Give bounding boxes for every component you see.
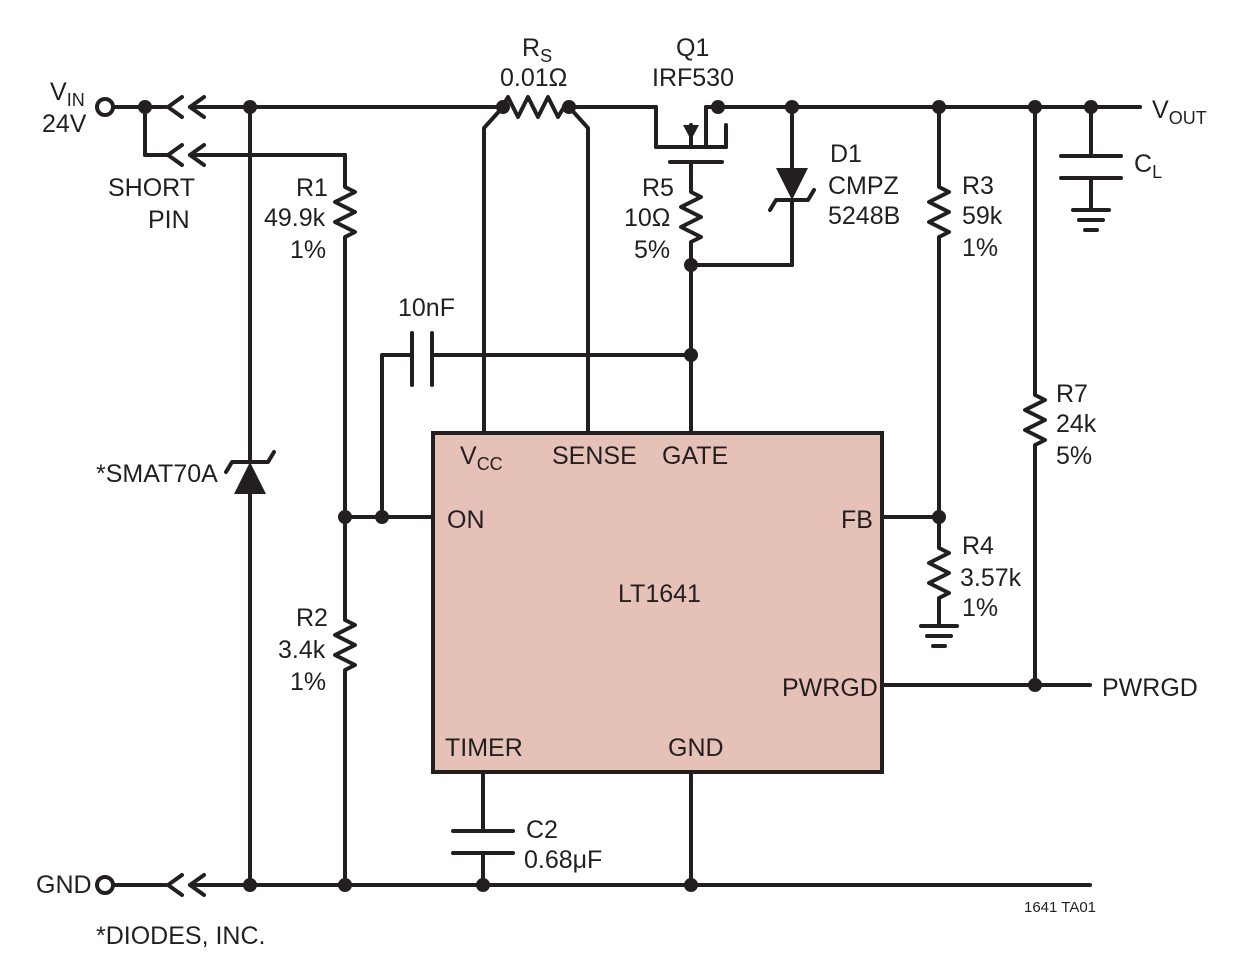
vin-terminal bbox=[95, 97, 115, 117]
r2-value: 3.4k bbox=[278, 636, 326, 664]
r5-value: 10Ω bbox=[624, 204, 671, 232]
pwrgd-output-label: PWRGD bbox=[1102, 674, 1198, 702]
smat70a-tvs bbox=[224, 105, 276, 887]
junction-dots bbox=[138, 100, 1098, 892]
r1-resistor bbox=[333, 153, 357, 519]
ic-pin-fb: FB bbox=[841, 506, 873, 534]
r2-resistor bbox=[333, 515, 357, 887]
r1-name: R1 bbox=[296, 174, 328, 202]
vin-label: VIN bbox=[50, 78, 85, 110]
ic-pin-gate: GATE bbox=[662, 442, 728, 470]
c2-value: 0.68μF bbox=[524, 846, 602, 874]
r5-tol: 5% bbox=[634, 236, 670, 264]
r7-name: R7 bbox=[1056, 380, 1088, 408]
r4-tol: 1% bbox=[962, 594, 998, 622]
r3-tol: 1% bbox=[962, 234, 998, 262]
vin-rail bbox=[110, 95, 1142, 127]
gnd-label: GND bbox=[36, 871, 92, 899]
r7-tol: 5% bbox=[1056, 442, 1092, 470]
r4-name: R4 bbox=[962, 532, 994, 560]
vin-value: 24V bbox=[42, 110, 87, 138]
r4-resistor bbox=[919, 515, 959, 648]
lt1641-ic-body bbox=[431, 431, 884, 774]
gate-capacitor-10nf bbox=[380, 331, 693, 519]
r5-name: R5 bbox=[642, 174, 674, 202]
figure-id: 1641 TA01 bbox=[1024, 899, 1096, 916]
gnd-terminal bbox=[95, 875, 115, 895]
ic-pin-vcc: VCC bbox=[460, 442, 503, 474]
r7-value: 24k bbox=[1056, 410, 1097, 438]
tvs-label: *SMAT70A bbox=[96, 460, 218, 488]
r5-resistor bbox=[679, 182, 703, 267]
cap-on-label: 10nF bbox=[398, 294, 455, 322]
q1-part: IRF530 bbox=[652, 64, 734, 92]
r7-resistor bbox=[1023, 105, 1047, 687]
vout-label: VOUT bbox=[1152, 96, 1207, 128]
d1-part1: CMPZ bbox=[828, 172, 899, 200]
r2-tol: 1% bbox=[290, 668, 326, 696]
d1-name: D1 bbox=[830, 140, 862, 168]
rs-name: RS bbox=[522, 34, 552, 66]
ic-pin-timer: TIMER bbox=[445, 734, 523, 762]
d1-zener bbox=[768, 105, 816, 267]
ic-pin-gnd: GND bbox=[668, 734, 724, 762]
cl-label: CL bbox=[1134, 150, 1162, 182]
short-pin-label-1: SHORT bbox=[108, 174, 195, 202]
short-pin-path bbox=[143, 105, 347, 167]
ic-pin-pwrgd: PWRGD bbox=[782, 674, 878, 702]
r4-value: 3.57k bbox=[960, 564, 1022, 592]
short-pin-label-2: PIN bbox=[148, 206, 190, 234]
gnd-rail bbox=[110, 873, 1092, 897]
r2-name: R2 bbox=[296, 604, 328, 632]
r3-value: 59k bbox=[962, 202, 1003, 230]
r1-tol: 1% bbox=[290, 236, 326, 264]
c2-timer-capacitor bbox=[451, 770, 515, 887]
r3-name: R3 bbox=[962, 172, 994, 200]
r1-value: 49.9k bbox=[264, 204, 326, 232]
ic-pin-on: ON bbox=[447, 506, 485, 534]
r3-resistor bbox=[927, 105, 951, 519]
ic-pin-sense: SENSE bbox=[552, 442, 637, 470]
footnote: *DIODES, INC. bbox=[96, 922, 265, 950]
c2-name: C2 bbox=[526, 816, 558, 844]
d1-part2: 5248B bbox=[828, 202, 900, 230]
rs-sense-resistor bbox=[500, 95, 572, 119]
q1-mosfet bbox=[654, 123, 728, 186]
q1-name: Q1 bbox=[676, 34, 709, 62]
ic-name: LT1641 bbox=[618, 580, 701, 608]
cl-capacitor bbox=[1059, 105, 1123, 232]
rs-value: 0.01Ω bbox=[500, 64, 567, 92]
